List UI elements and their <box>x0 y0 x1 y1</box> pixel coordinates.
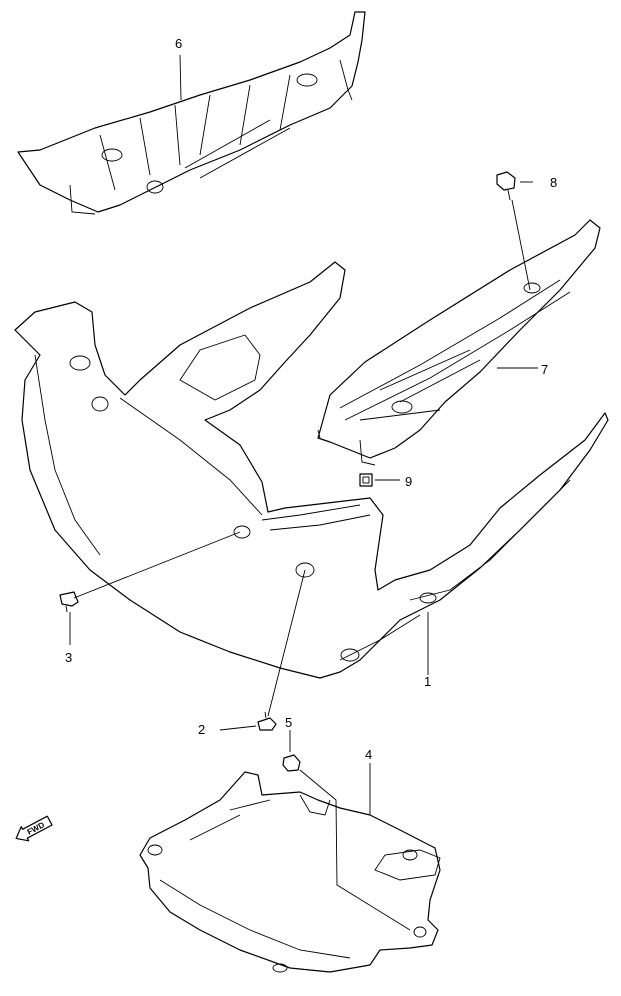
callout-8: 8 <box>550 175 557 190</box>
callout-4: 4 <box>365 747 372 762</box>
callout-7: 7 <box>541 362 548 377</box>
part-8-bolt <box>496 171 516 201</box>
part-9-nut <box>359 473 373 487</box>
callout-6: 6 <box>175 36 182 51</box>
leader-lines <box>69 54 538 931</box>
callout-5: 5 <box>285 715 292 730</box>
part-2-screw <box>257 711 277 731</box>
part-6-upper-cover <box>17 11 366 215</box>
callout-3: 3 <box>65 650 72 665</box>
part-5-bolt <box>282 754 301 772</box>
callout-9: 9 <box>405 474 412 489</box>
part-1-lower-body-cover <box>14 261 609 679</box>
callout-1: 1 <box>424 674 431 689</box>
part-3-clip <box>59 591 79 613</box>
fwd-direction-arrow: FWD <box>15 815 53 842</box>
callout-2: 2 <box>198 722 205 737</box>
part-7-side-panel <box>317 219 601 466</box>
part-4-under-cover <box>139 771 441 973</box>
